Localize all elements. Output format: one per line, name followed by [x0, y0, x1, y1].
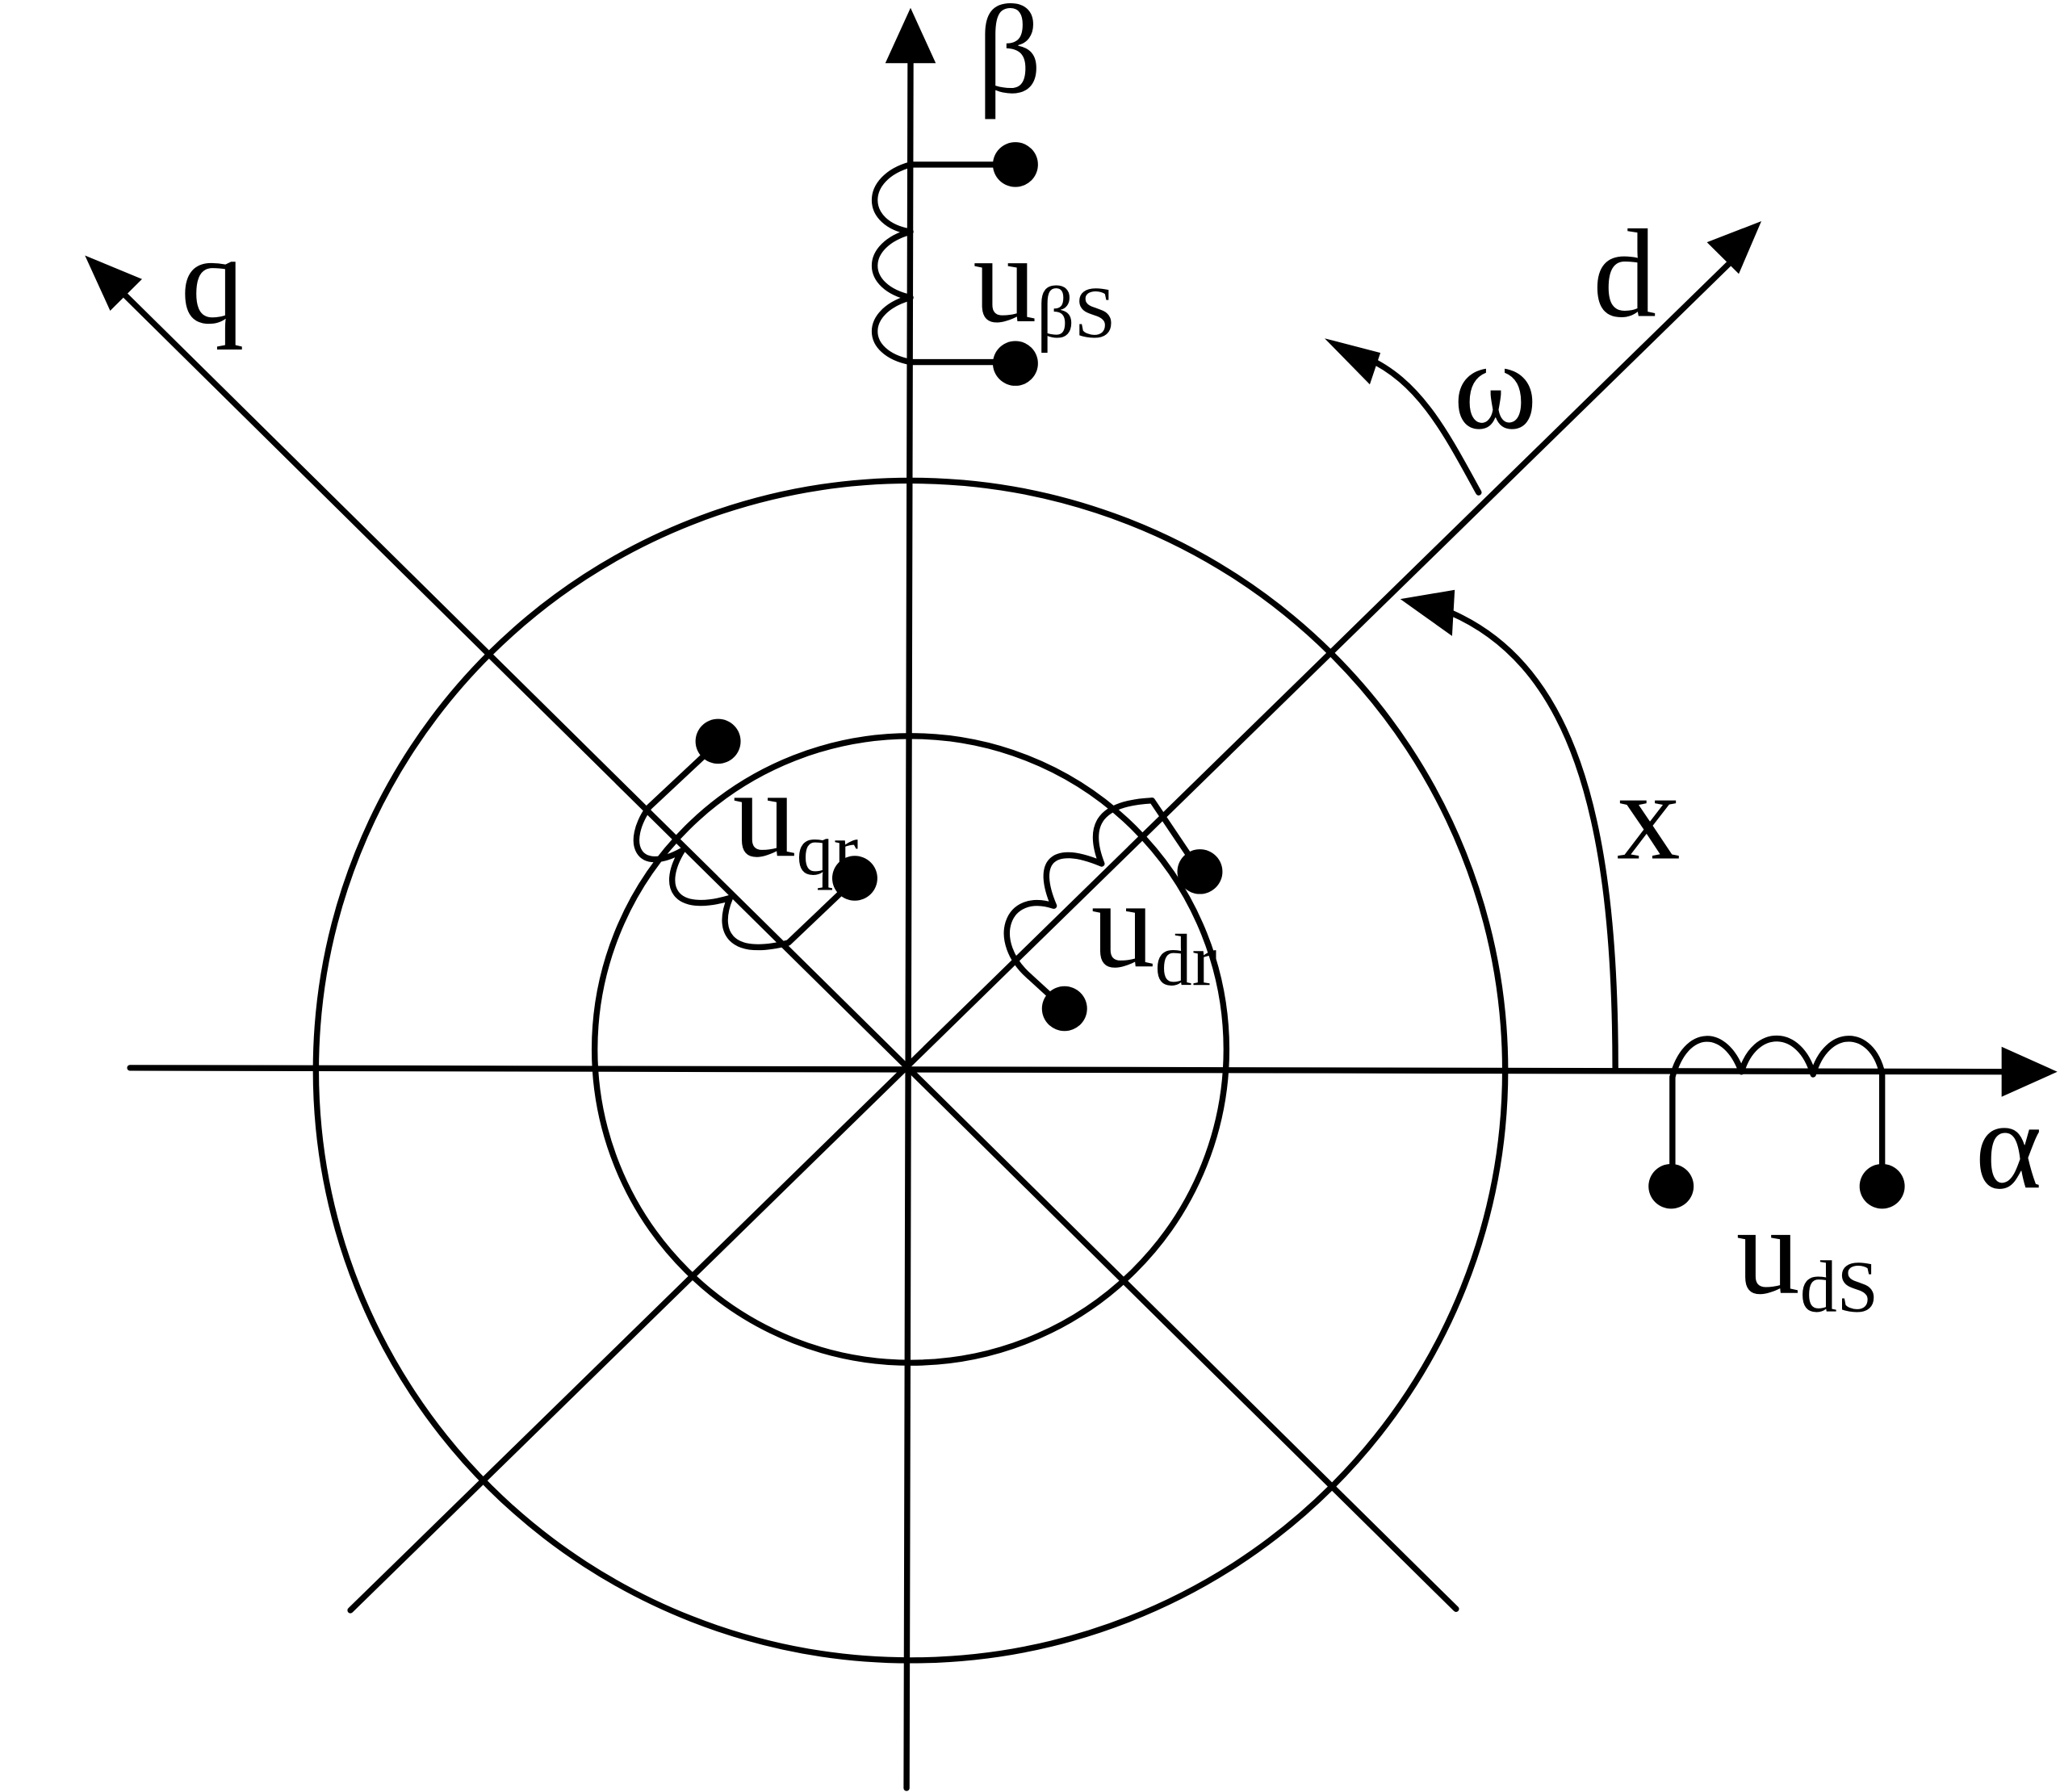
u-dr-label: udr	[1091, 855, 1217, 1001]
rotor-q-winding	[633, 718, 877, 950]
d-axis-label: d	[1593, 204, 1656, 344]
q-axis-arrowhead	[85, 255, 142, 311]
beta-axis-arrowhead	[885, 7, 936, 64]
u-ds-label: udS	[1736, 1181, 1878, 1327]
angle-x-arc	[1437, 605, 1618, 1071]
alpha-axis-arrowhead	[2001, 1046, 2058, 1097]
alpha-coil	[1669, 1035, 1886, 1078]
q-coil	[633, 805, 789, 950]
alpha-terminal-left	[1648, 1163, 1694, 1209]
beta-axis-label: β	[977, 0, 1041, 120]
q-axis-label: q	[181, 211, 245, 350]
stator-beta-winding	[871, 142, 1038, 386]
d-terminal-right	[1177, 849, 1223, 894]
alpha-terminal-right	[1859, 1163, 1905, 1209]
u-qr-label: uqr	[733, 744, 859, 890]
d-axis-arrowhead	[1706, 221, 1762, 274]
beta-terminal-bottom	[992, 341, 1038, 386]
beta-coil	[871, 161, 914, 366]
stator-alpha-winding	[1648, 1035, 1905, 1209]
omega-rotation-arc	[1363, 355, 1482, 496]
q-terminal-bottom	[831, 856, 877, 901]
d-terminal-bottom	[1041, 986, 1087, 1032]
omega-arrowhead	[1325, 338, 1381, 385]
alpha-axis-line	[127, 1065, 2010, 1075]
angle-x-label: x	[1617, 747, 1681, 886]
q-terminal-top	[695, 718, 741, 764]
rotor-d-winding	[1003, 798, 1223, 1032]
beta-terminal-top	[992, 142, 1038, 187]
d-coil	[1003, 798, 1153, 980]
d-axis-line	[347, 251, 1742, 1614]
u-beta-s-label: uβS	[973, 210, 1116, 354]
beta-axis-line	[903, 56, 914, 1791]
angle-x-arrowhead	[1400, 589, 1455, 636]
omega-label: ω	[1454, 316, 1538, 456]
alpha-axis-label: α	[1975, 1076, 2042, 1216]
